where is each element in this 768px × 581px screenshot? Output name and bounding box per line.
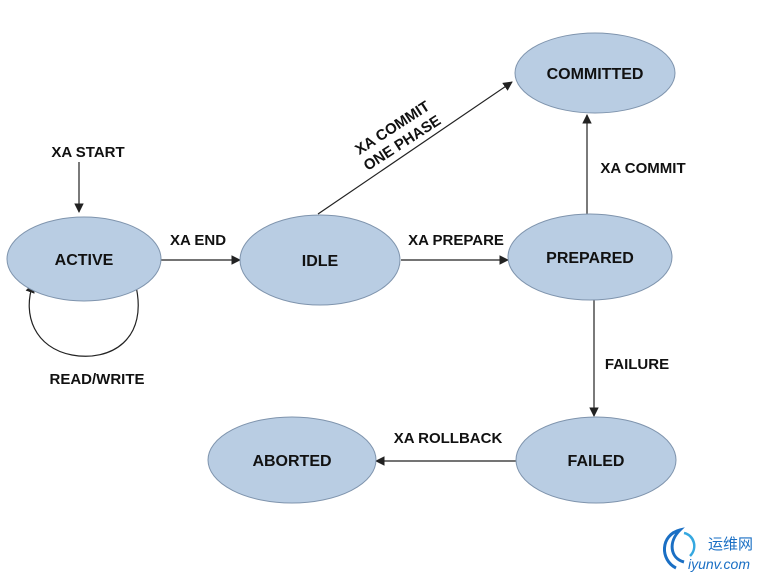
watermark-brand-cn: 运维网	[708, 536, 753, 553]
state-idle: IDLE	[239, 214, 401, 306]
state-prepared: PREPARED	[507, 213, 673, 301]
watermark: 运维网 iyunv.com	[663, 527, 753, 572]
label-xa-start: XA START	[51, 144, 124, 161]
label-xa-commit: XA COMMIT	[600, 160, 685, 177]
label-xa-end: XA END	[170, 232, 226, 249]
edge-xa-commit-one-phase	[317, 81, 513, 215]
state-active: ACTIVE	[6, 216, 162, 302]
watermark-logo-icon	[663, 527, 696, 570]
label-failure: FAILURE	[605, 356, 669, 373]
label-xa-commit-one-phase: XA COMMIT ONE PHASE	[352, 98, 444, 175]
state-committed: COMMITTED	[514, 32, 676, 114]
state-committed-label: COMMITTED	[547, 66, 644, 83]
state-aborted: ABORTED	[207, 416, 377, 504]
state-prepared-label: PREPARED	[546, 250, 634, 267]
state-failed-label: FAILED	[568, 453, 625, 470]
state-aborted-label: ABORTED	[252, 453, 331, 470]
label-xa-rollback: XA ROLLBACK	[394, 430, 503, 447]
label-xa-prepare: XA PREPARE	[408, 232, 504, 249]
watermark-domain: iyunv.com	[688, 556, 750, 572]
state-active-label: ACTIVE	[55, 252, 114, 269]
state-idle-label: IDLE	[302, 253, 339, 270]
label-read-write: READ/WRITE	[50, 371, 145, 388]
state-failed: FAILED	[515, 416, 677, 504]
edge-read-write-loop	[25, 281, 139, 357]
